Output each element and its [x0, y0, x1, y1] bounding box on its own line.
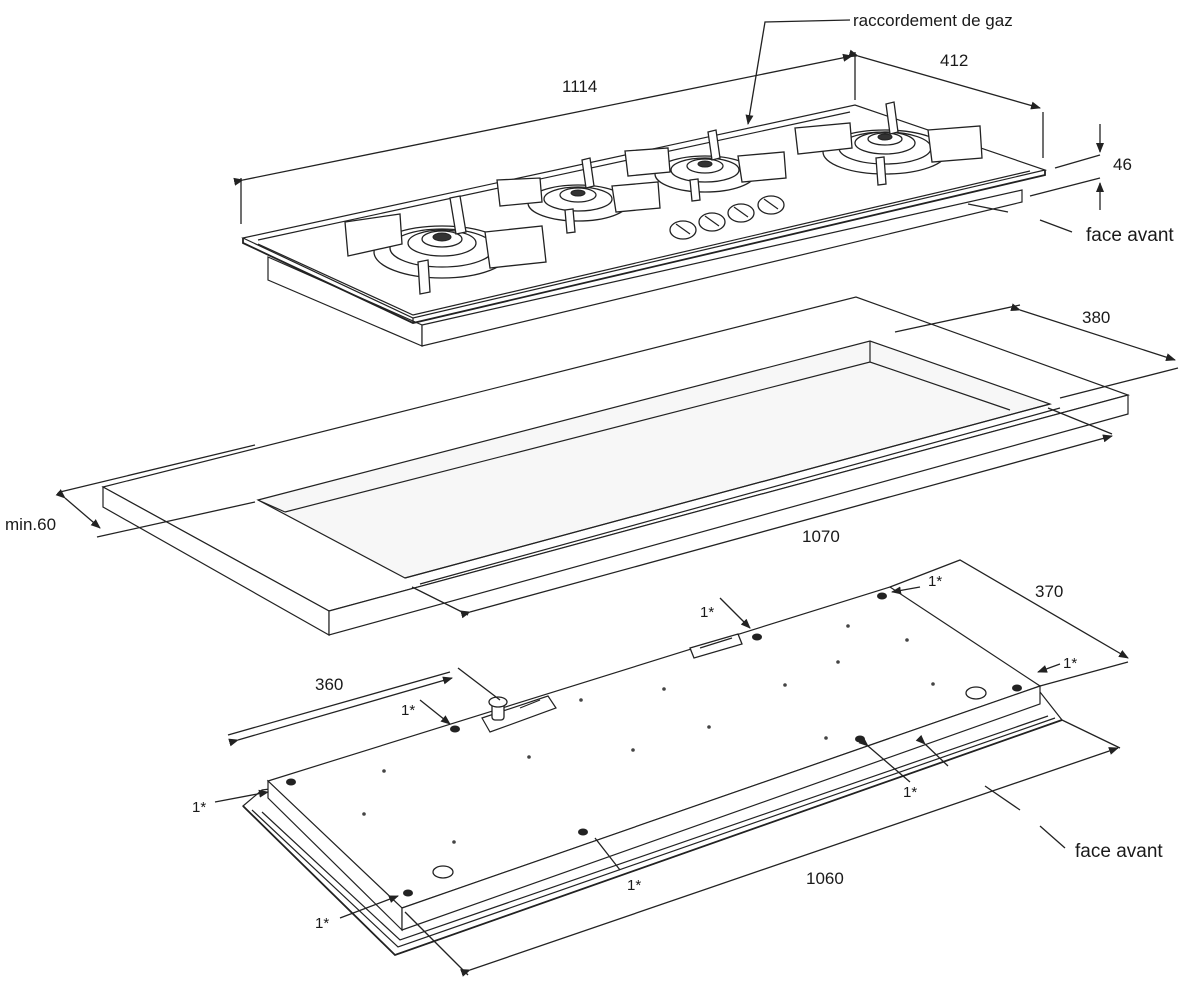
underside-depth-360-label: 360 [315, 675, 343, 694]
cutout-depth-380-label: 380 [1082, 308, 1110, 327]
labels: raccordement de gaz 1114 412 46 face ava… [5, 11, 1174, 932]
cutout-width-1070-label: 1070 [802, 527, 840, 546]
worktop-cutout [101, 296, 1130, 637]
burner-left-wok [344, 195, 547, 295]
gap-mark-7: 1* [627, 877, 641, 894]
burner-right-wok [794, 101, 983, 186]
cooktop [241, 101, 1048, 347]
gap-mark-3: 1* [700, 604, 714, 621]
front-label-top: face avant [1086, 225, 1174, 246]
underside-dimensions [214, 559, 1129, 977]
gap-mark-2: 1* [1063, 655, 1077, 672]
gap-mark-5: 1* [192, 799, 206, 816]
gas-connection-label: raccordement de gaz [853, 11, 1013, 30]
cooktop-dimensions [233, 19, 1104, 233]
min-60-label: min.60 [5, 515, 56, 534]
width-1114-label: 1114 [562, 77, 597, 96]
worktop-dimensions [55, 303, 1179, 619]
height-46-label: 46 [1113, 155, 1132, 174]
gap-mark-4: 1* [401, 702, 415, 719]
gap-mark-1: 1* [928, 573, 942, 590]
depth-412-label: 412 [940, 51, 968, 70]
underside-depth-370-label: 370 [1035, 582, 1063, 601]
underside-width-1060-label: 1060 [806, 869, 844, 888]
gap-mark-6: 1* [315, 915, 329, 932]
gap-mark-8: 1* [903, 784, 917, 801]
cooktop-underside [242, 586, 1063, 957]
front-label-bottom: face avant [1075, 841, 1163, 862]
control-knobs [669, 195, 785, 240]
